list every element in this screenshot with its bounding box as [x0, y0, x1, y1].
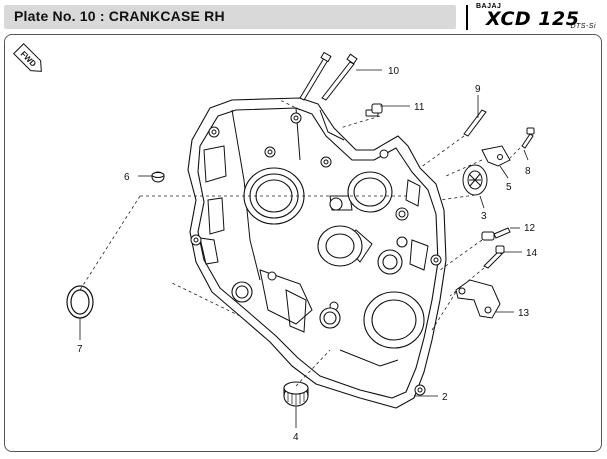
callout-2: 2	[442, 392, 448, 403]
callout-10: 10	[388, 66, 400, 77]
callout-5: 5	[506, 182, 512, 193]
part-12-bolt	[481, 227, 511, 241]
reference-lines	[79, 99, 521, 387]
part-5-bracket	[481, 145, 511, 167]
part-11-bolt	[365, 103, 383, 117]
callout-12: 12	[524, 223, 536, 234]
fwd-arrow-icon: FWD	[13, 43, 42, 72]
part-3-bearing	[462, 164, 488, 196]
diagram-frame	[4, 34, 602, 452]
callout-7: 7	[77, 344, 83, 355]
leader-lines	[79, 69, 529, 428]
callout-13: 13	[518, 308, 530, 319]
callout-9: 9	[475, 84, 481, 95]
title-bar: Plate No. 10 : CRANKCASE RH	[4, 5, 456, 29]
brand-subtitle: DTS-Si	[570, 23, 596, 30]
part-9-stud	[463, 109, 487, 137]
callout-6: 6	[124, 172, 130, 183]
crankcase-ribs	[199, 107, 429, 367]
brand-maker: BAJAJ	[476, 3, 502, 10]
part-13-plate	[455, 279, 501, 319]
callout-8: 8	[525, 166, 531, 177]
brand-divider	[466, 5, 468, 30]
plate-header: Plate No. 10 : CRANKCASE RH BAJAJ XCD 12…	[0, 0, 607, 33]
callout-14: 14	[526, 248, 538, 259]
part-6-plug	[151, 171, 165, 183]
part-4-needle-bearing	[283, 381, 309, 407]
callout-labels: 10 11 9 8 5 3 6 7 12 14 13 2 4	[77, 66, 538, 443]
part-14-bolt	[483, 245, 505, 269]
brand-logo: BAJAJ XCD 125 DTS-Si	[466, 3, 602, 31]
crankcase-body	[187, 97, 447, 409]
brand-model: XCD 125	[486, 8, 580, 30]
part-10-studs	[299, 51, 358, 101]
part-7-oil-seal	[66, 285, 94, 319]
part-8-screw	[521, 127, 535, 149]
callout-4: 4	[293, 432, 299, 443]
callout-11: 11	[414, 102, 425, 113]
plate-title: Plate No. 10 : CRANKCASE RH	[14, 8, 225, 24]
callout-3: 3	[481, 211, 487, 222]
crankcase-bolt-holes	[190, 112, 442, 396]
